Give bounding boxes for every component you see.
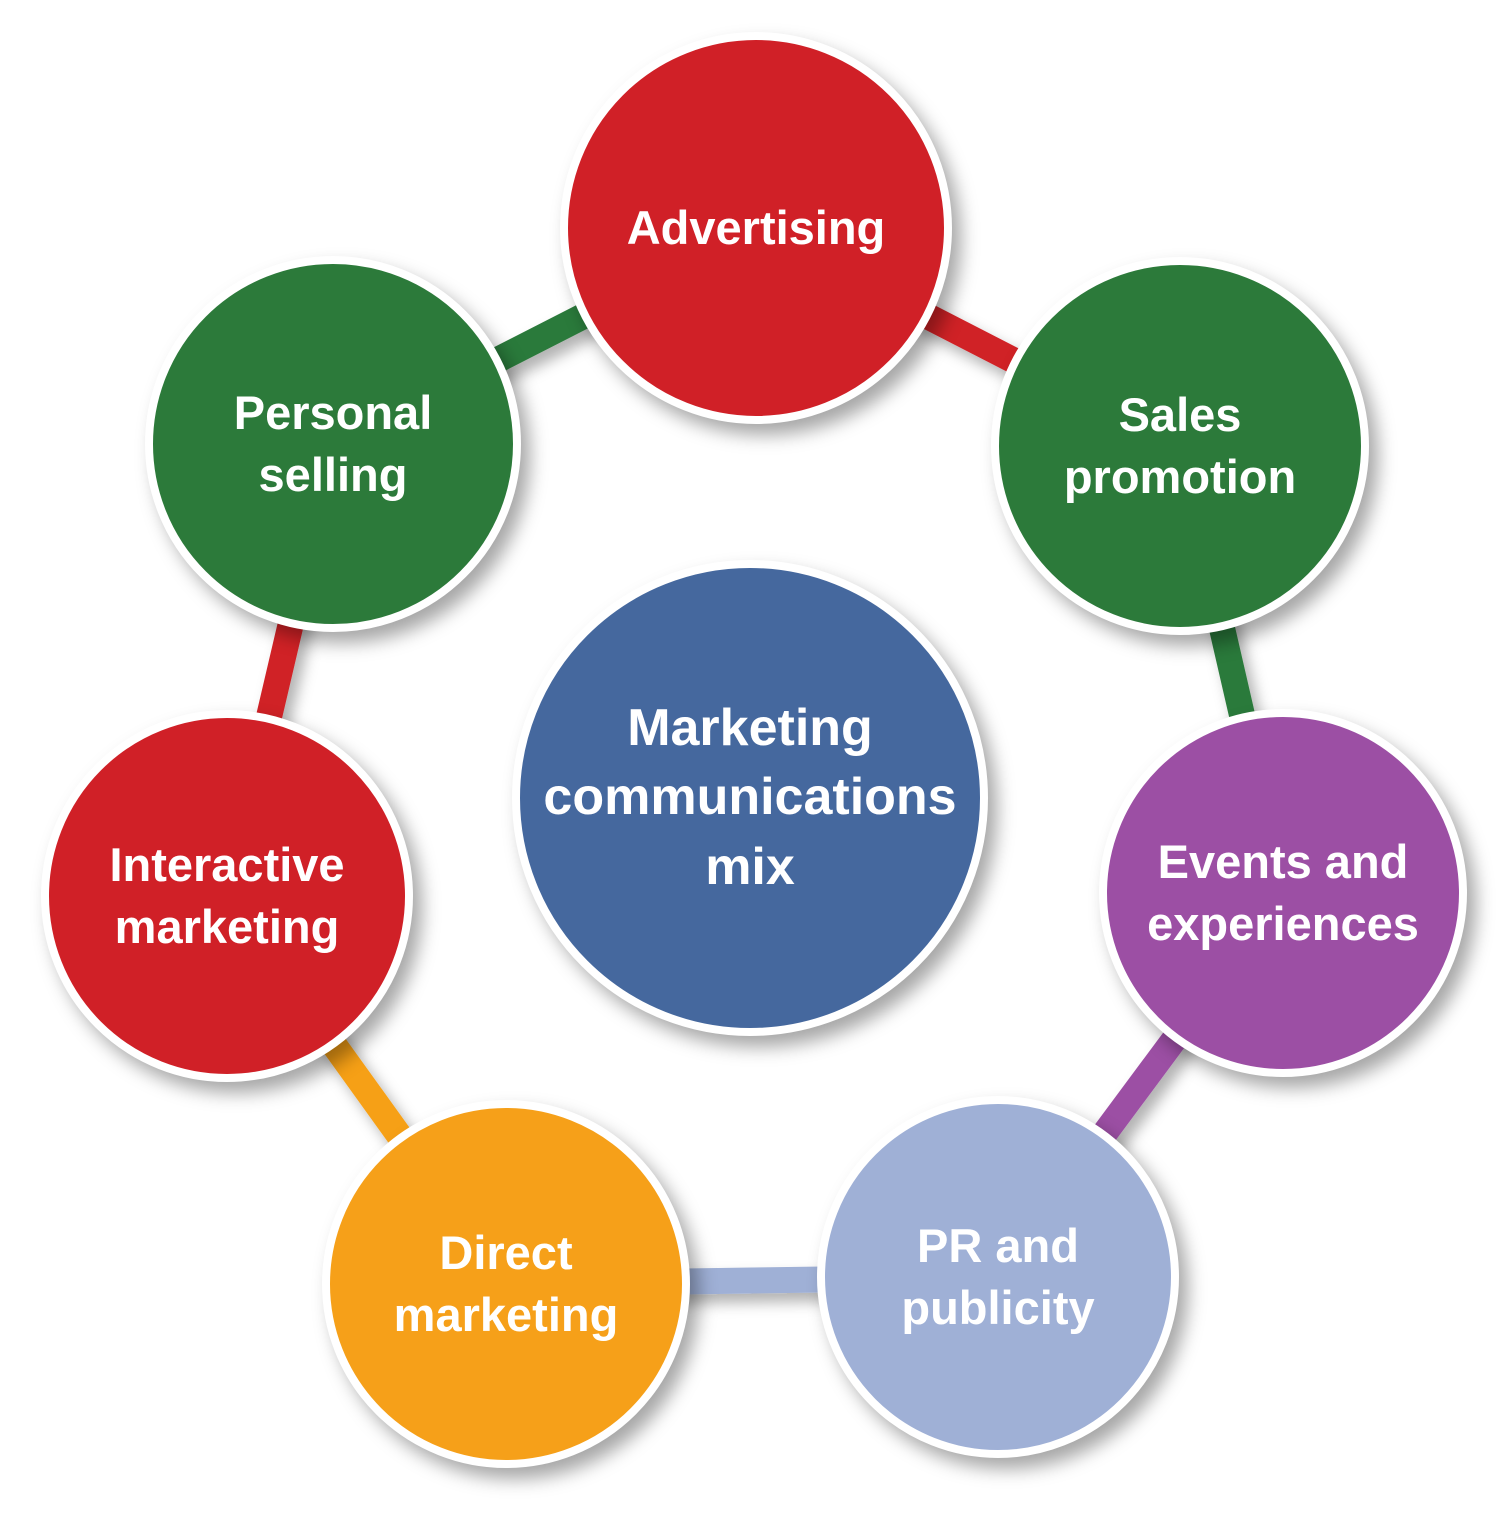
node-pr-publicity: PR and publicity xyxy=(817,1096,1179,1458)
node-sales-promotion: Sales promotion xyxy=(991,257,1369,635)
node-interactive-marketing-label: Interactive marketing xyxy=(109,837,345,953)
node-advertising: Advertising xyxy=(560,32,952,424)
node-events-experiences-label: Events and experiences xyxy=(1147,834,1419,950)
node-pr-publicity-label: PR and publicity xyxy=(901,1218,1095,1334)
node-center-label: Marketing communications mix xyxy=(543,699,957,896)
node-advertising-label: Advertising xyxy=(626,200,886,254)
node-marketing-communications-mix: Marketing communications mix xyxy=(512,560,988,1036)
node-direct-marketing-label: Direct marketing xyxy=(393,1225,619,1341)
node-direct-marketing: Direct marketing xyxy=(322,1100,690,1468)
node-interactive-marketing: Interactive marketing xyxy=(41,710,413,1082)
node-events-experiences: Events and experiences xyxy=(1099,709,1467,1077)
node-sales-promotion-label: Sales promotion xyxy=(1063,387,1297,503)
node-personal-selling-label: Personal selling xyxy=(233,385,433,501)
node-personal-selling: Personal selling xyxy=(145,256,521,632)
